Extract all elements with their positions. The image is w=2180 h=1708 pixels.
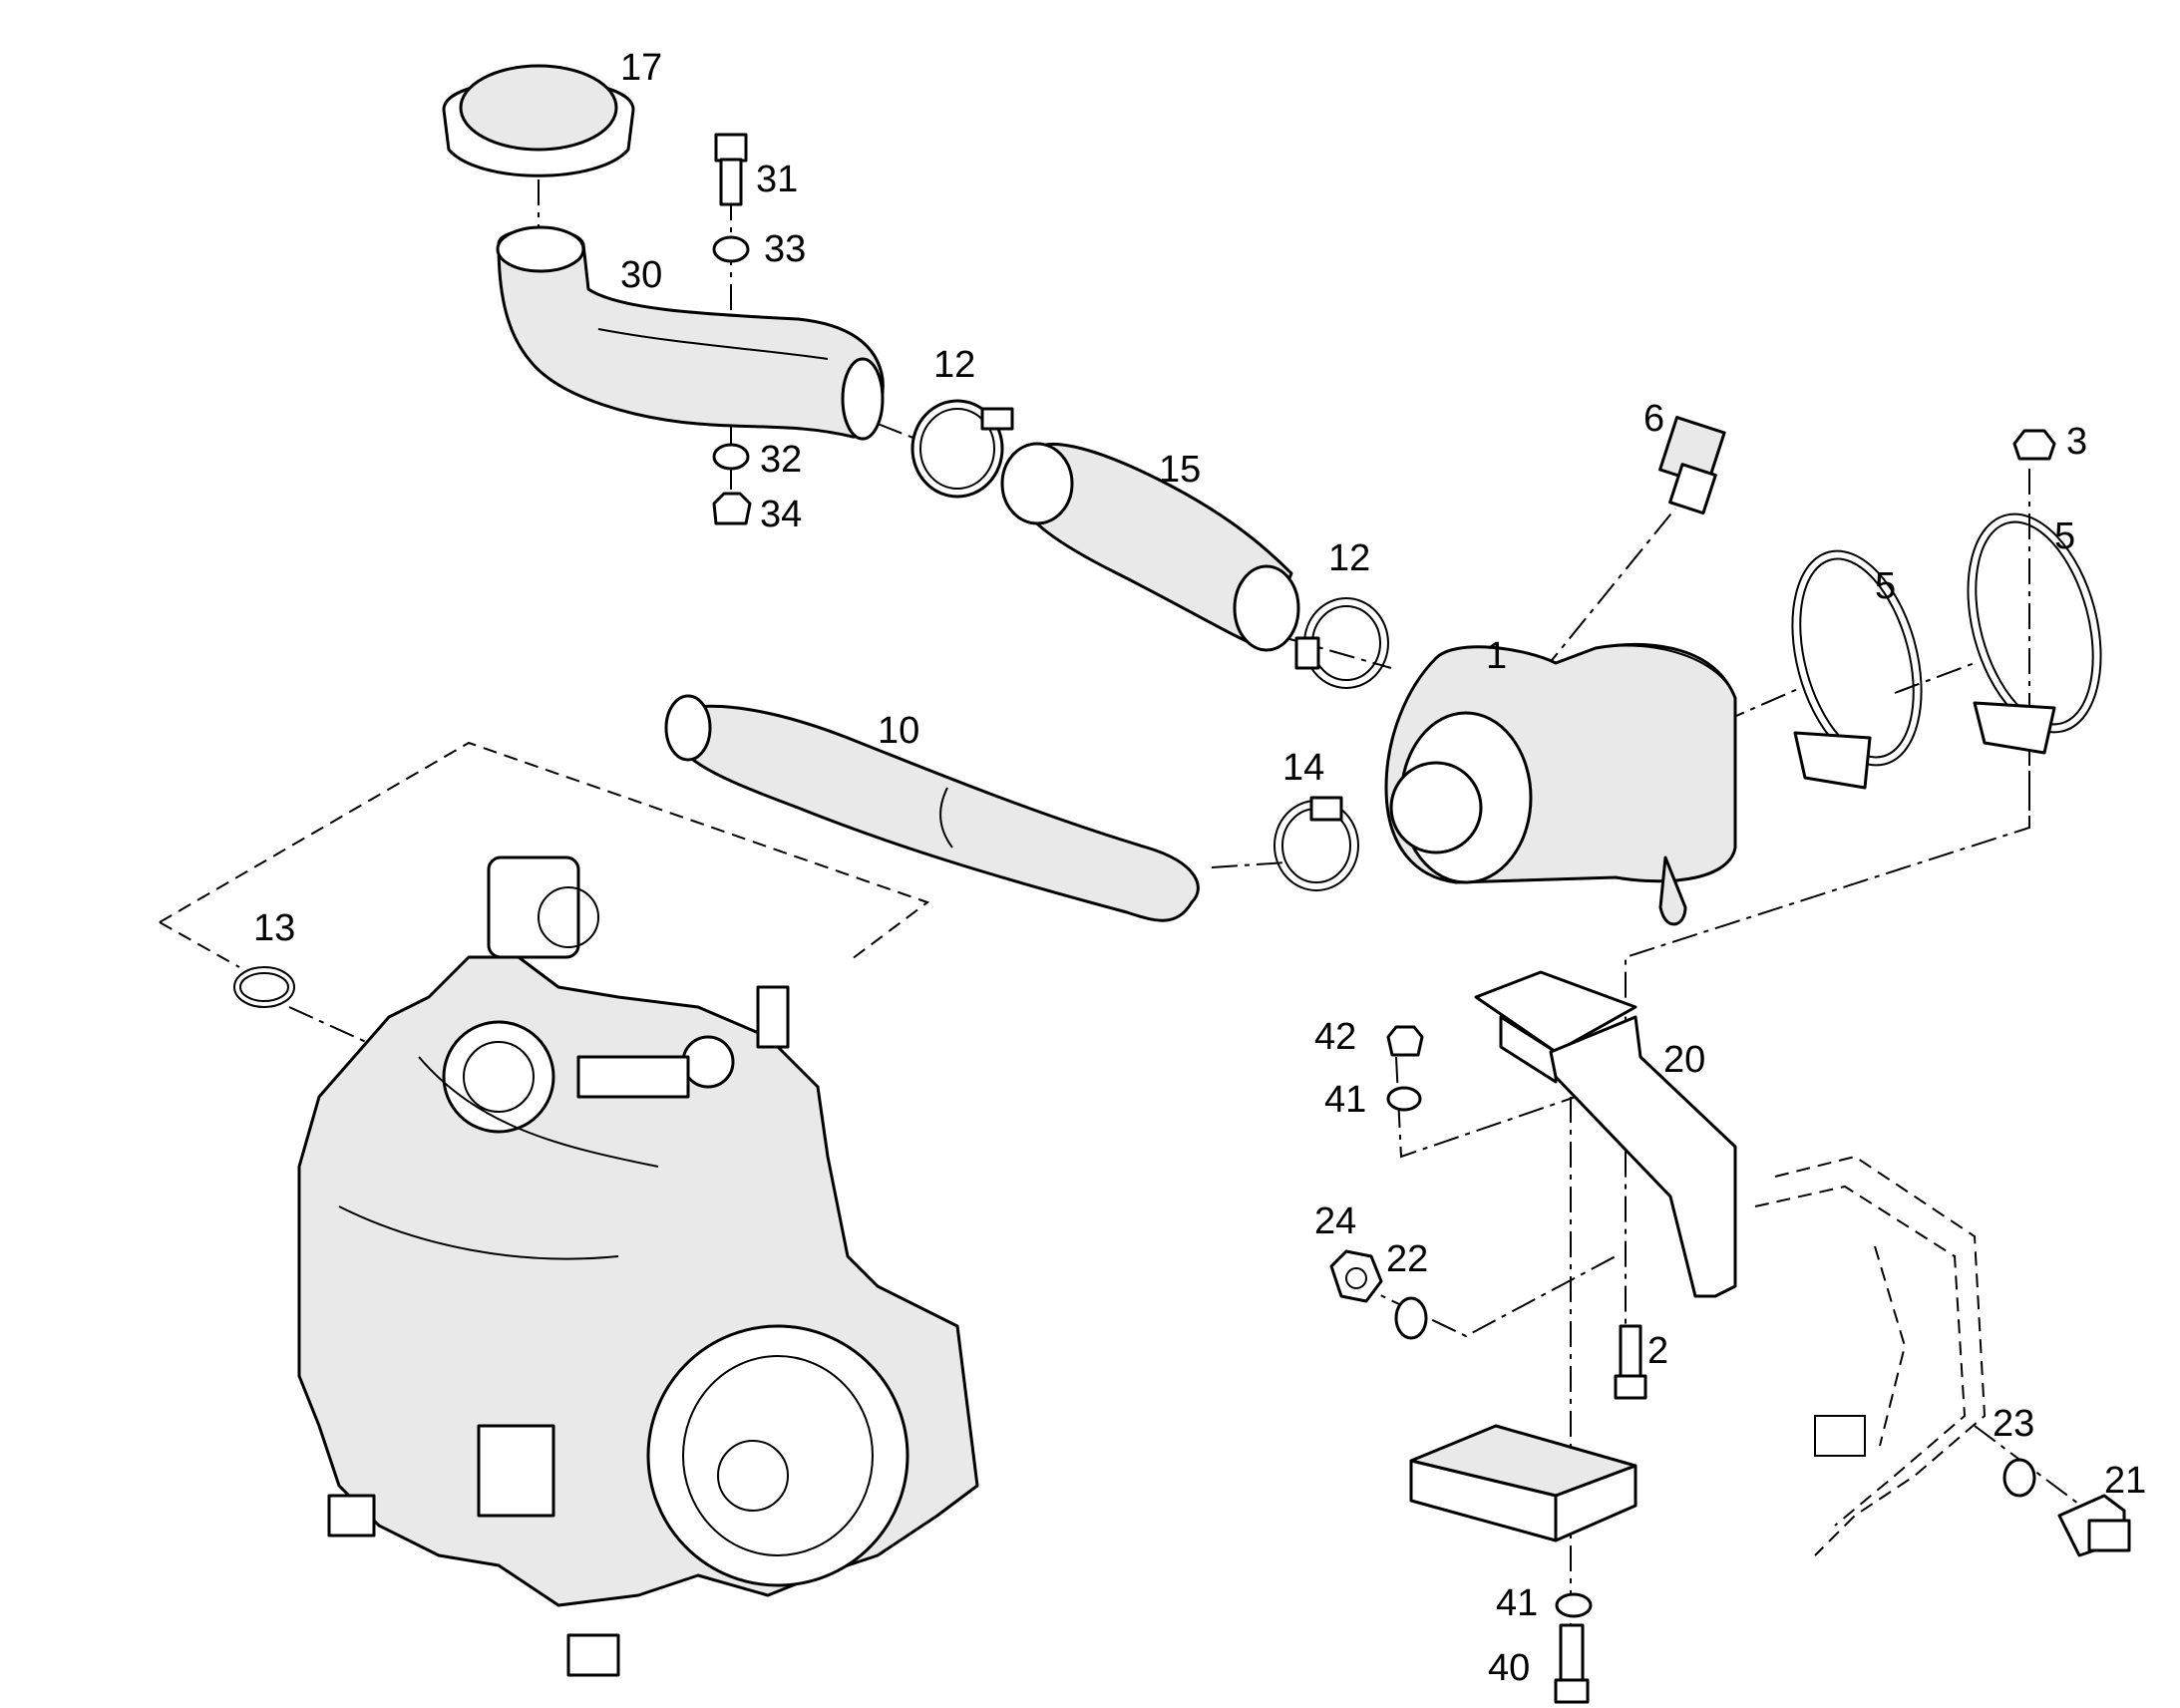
callout-5-front: 5 [1875, 565, 1896, 607]
hose-clamp-13 [233, 966, 295, 1008]
callout-40: 40 [1488, 1647, 1530, 1689]
callout-1: 1 [1486, 635, 1507, 677]
nut-34 [712, 492, 752, 525]
bracket-20 [1474, 970, 1737, 1298]
callout-3: 3 [2066, 421, 2087, 463]
hose-clamp-14 [1273, 796, 1359, 891]
washer-32 [712, 443, 750, 471]
callout-32: 32 [760, 439, 802, 481]
nut-42 [1386, 1025, 1424, 1057]
washer-22 [1394, 1296, 1428, 1340]
callout-labels: 17 31 33 30 12 32 34 15 6 3 5 5 12 1 10 … [253, 47, 2146, 1689]
callout-34: 34 [760, 494, 802, 535]
cap-17 [442, 64, 635, 177]
callout-15: 15 [1159, 449, 1201, 491]
callout-5-rear: 5 [2054, 515, 2075, 557]
callout-42: 42 [1314, 1016, 1356, 1058]
callout-30: 30 [620, 254, 662, 296]
washer-23 [2002, 1458, 2036, 1498]
elbow-hose-30 [496, 225, 885, 441]
callout-20: 20 [1663, 1039, 1705, 1081]
callout-41-upper: 41 [1324, 1079, 1366, 1121]
washer-33 [712, 235, 750, 263]
bolt-21 [2057, 1494, 2131, 1557]
callout-24: 24 [1314, 1200, 1356, 1242]
callout-6: 6 [1643, 398, 1664, 440]
callout-23: 23 [1993, 1403, 2034, 1445]
washer-41-upper [1386, 1086, 1422, 1112]
callout-41-lower: 41 [1496, 1582, 1538, 1624]
callout-22: 22 [1386, 1238, 1428, 1280]
nut-24 [1329, 1249, 1383, 1303]
hose-clamp-12-upper [910, 399, 1014, 499]
mounting-band-5-front [1791, 549, 1923, 790]
bolt-2 [1614, 1324, 1647, 1400]
callout-33: 33 [764, 228, 806, 270]
callout-10: 10 [878, 710, 919, 752]
hose-15 [1000, 442, 1300, 652]
hose-10 [664, 694, 1200, 922]
bolt-31 [714, 133, 748, 206]
callout-12-lower: 12 [1328, 537, 1370, 579]
callout-13: 13 [253, 907, 295, 949]
callout-12-upper: 12 [933, 344, 975, 386]
control-unit [1409, 1424, 1637, 1542]
engine-assembly [297, 855, 979, 1677]
air-filter-1 [1384, 643, 1737, 926]
chassis-frame [1754, 1155, 1987, 1556]
bolt-40 [1554, 1623, 1590, 1704]
callout-14: 14 [1282, 747, 1324, 789]
callout-17: 17 [620, 47, 662, 89]
nut-3 [2012, 429, 2056, 461]
callout-21: 21 [2104, 1460, 2146, 1502]
callout-2: 2 [1647, 1330, 1668, 1372]
callout-31: 31 [756, 159, 798, 200]
hose-clamp-12-lower [1294, 597, 1389, 689]
sensor-6 [1658, 416, 1726, 515]
mounting-band-5-rear [1967, 512, 2102, 755]
washer-41-lower [1555, 1592, 1593, 1618]
